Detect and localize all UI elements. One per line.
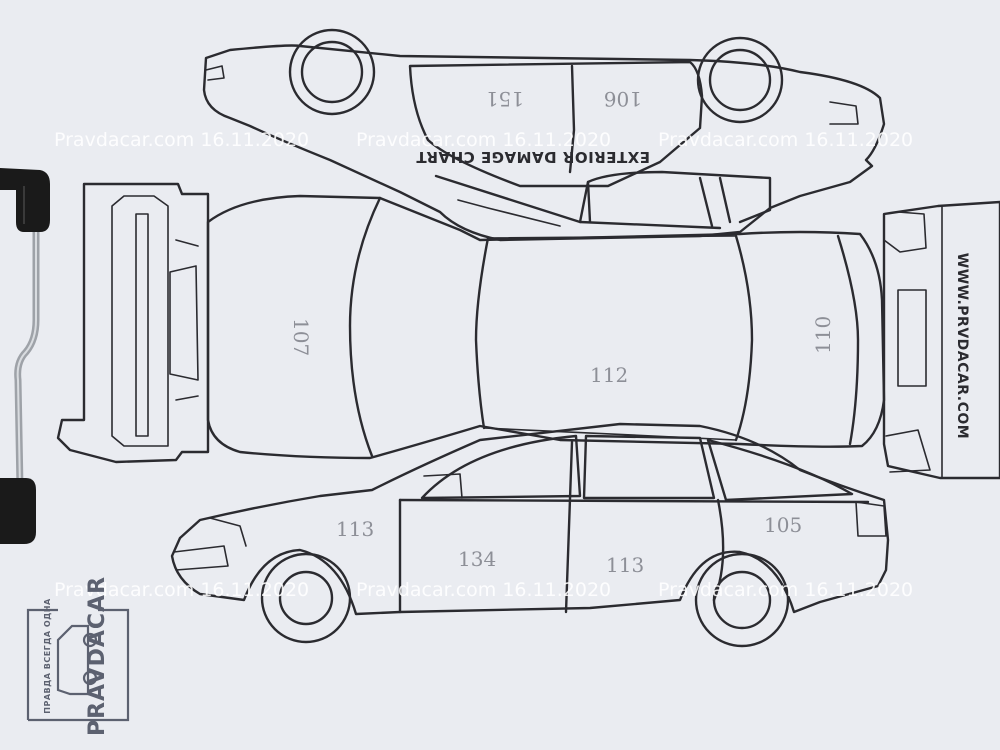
wheel-icon bbox=[694, 552, 790, 648]
reading-roof-front: 106 bbox=[604, 87, 642, 111]
stamp-slogan: ПРАВДА ВСЕГДА ОДНА bbox=[43, 598, 52, 714]
reading-trunk-lid: 110 bbox=[811, 316, 835, 354]
reading-front-fender: 113 bbox=[336, 517, 374, 541]
watermark-text: Pravdacar.com 16.11.2020 bbox=[356, 579, 611, 601]
reading-rear-door: 113 bbox=[606, 553, 644, 577]
binder-clip-icon bbox=[0, 168, 50, 544]
reading-hood: 107 bbox=[289, 318, 313, 356]
wheel-icon bbox=[260, 552, 352, 644]
watermark-text: Pravdacar.com 16.11.2020 bbox=[54, 579, 309, 601]
wheel-icon bbox=[288, 28, 376, 116]
brand-stamp: PRAVDACAR ПРАВДА ВСЕГДА ОДНА bbox=[26, 576, 130, 736]
reading-roof-rear: 151 bbox=[486, 87, 524, 111]
watermark-text: Pravdacar.com 16.11.2020 bbox=[54, 129, 309, 151]
watermark-row-top: Pravdacar.com 16.11.2020 Pravdacar.com 1… bbox=[54, 129, 913, 151]
reading-front-door: 134 bbox=[458, 547, 496, 571]
chart-title: EXTERIOR DAMAGE CHART bbox=[416, 148, 650, 166]
watermark-row-bottom: Pravdacar.com 16.11.2020 Pravdacar.com 1… bbox=[54, 579, 913, 601]
car-top-view bbox=[56, 182, 1000, 480]
reading-rear-quarter: 105 bbox=[764, 513, 802, 537]
reading-roof-center: 112 bbox=[590, 363, 628, 387]
car-logo-icon bbox=[56, 624, 90, 696]
watermark-text: Pravdacar.com 16.11.2020 bbox=[658, 129, 913, 151]
car-side-view-right bbox=[202, 28, 886, 242]
watermark-text: Pravdacar.com 16.11.2020 bbox=[356, 129, 611, 151]
car-side-view-left bbox=[170, 422, 890, 648]
stamp-brand: PRAVDACAR bbox=[85, 576, 110, 736]
watermark-text: Pravdacar.com 16.11.2020 bbox=[658, 579, 913, 601]
site-url: WWW.PRVDACAR.COM bbox=[954, 253, 970, 439]
wheel-icon bbox=[696, 36, 784, 124]
